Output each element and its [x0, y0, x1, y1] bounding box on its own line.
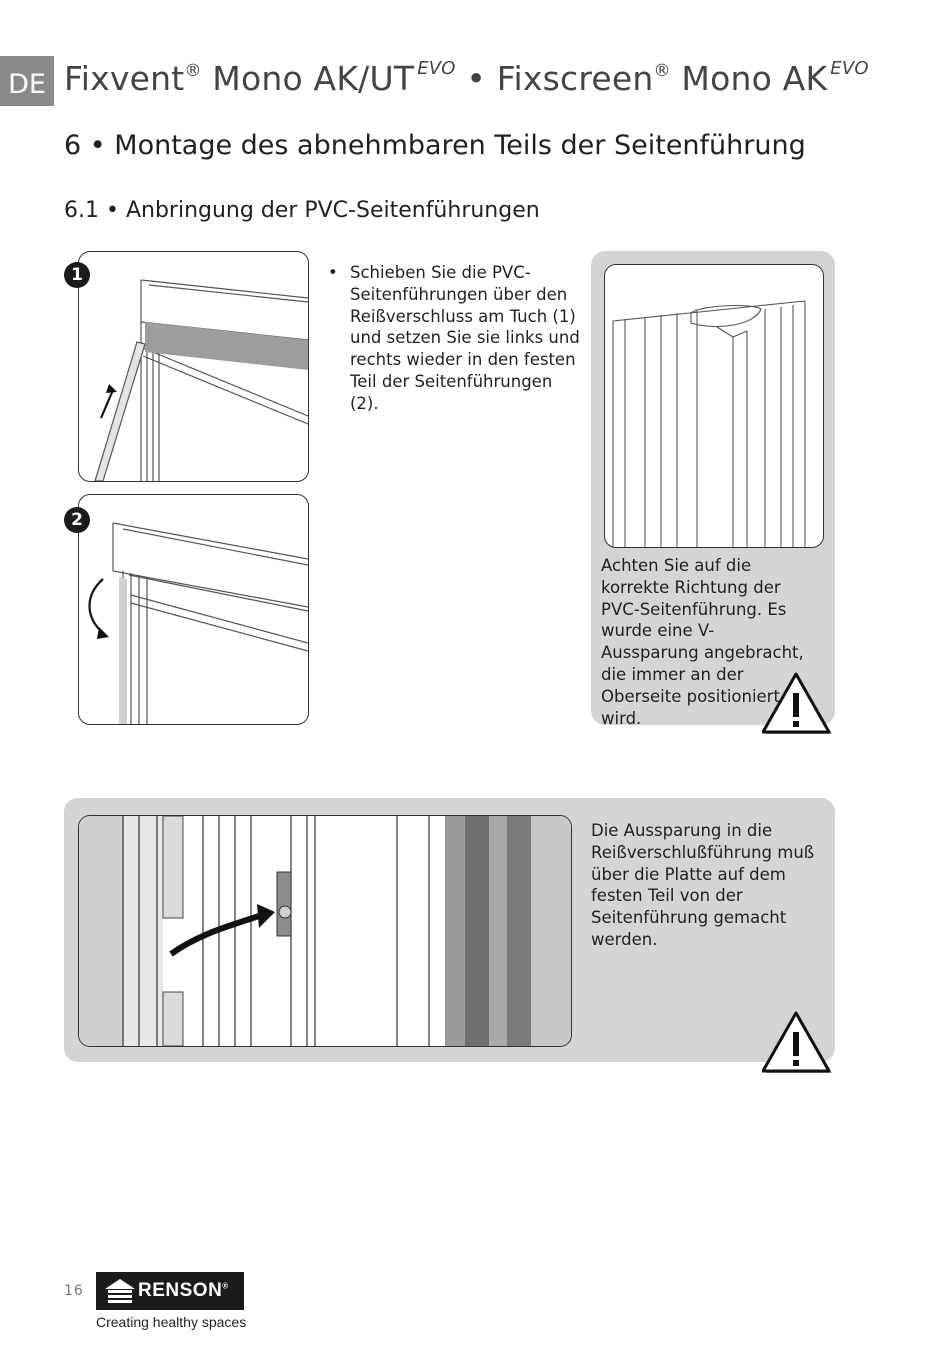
- bullet-dot: •: [328, 263, 338, 282]
- step-1-badge: 1: [64, 262, 90, 288]
- language-tab: DE: [0, 56, 54, 106]
- warning-triangle-icon: [762, 672, 832, 734]
- step-2-badge: 2: [64, 507, 90, 533]
- tagline: Creating healthy spaces: [96, 1314, 247, 1330]
- renson-logo: RENSON®: [96, 1272, 244, 1310]
- step-2-illustration: [78, 494, 309, 725]
- instruction-text: Schieben Sie die PVC-Seitenführungen übe…: [350, 263, 580, 413]
- zipper-guide-illustration: [78, 815, 572, 1047]
- warning-triangle-icon: [762, 1011, 832, 1073]
- step-1-illustration: [78, 251, 309, 482]
- subsection-title: 6.1 • Anbringung der PVC-Seitenführungen: [64, 198, 540, 223]
- note-1-text: Achten Sie auf die korrekte Richtung der…: [601, 556, 804, 728]
- house-icon: [105, 1279, 135, 1303]
- page-number: 16: [64, 1283, 84, 1299]
- instruction-bullet: • Schieben Sie die PVC-Seitenführungen ü…: [328, 262, 584, 415]
- pvc-profile-illustration: [604, 264, 824, 548]
- note-2-text: Die Aussparung in die Reißverschlußführu…: [591, 821, 815, 949]
- section-title: 6 • Montage des abnehmbaren Teils der Se…: [64, 130, 806, 161]
